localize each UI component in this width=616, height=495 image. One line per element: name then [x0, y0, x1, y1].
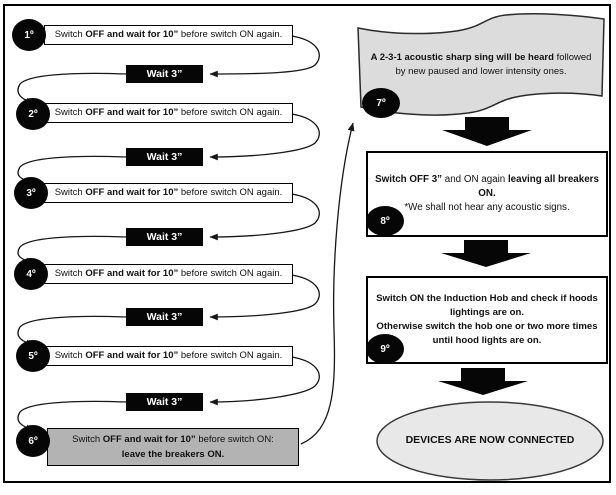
- step-6-badge: 6º: [16, 425, 50, 457]
- down-arrow-1: [442, 117, 532, 146]
- step-9-line-2: lightings are on.: [449, 307, 525, 318]
- wait-box-2: Wait 3”: [126, 148, 203, 166]
- connector-wait4-to-step5: [17, 315, 127, 347]
- wait-box-1: Wait 3”: [126, 65, 203, 83]
- connector-step2-to-wait2: [209, 113, 320, 161]
- step-5-badge: 5º: [16, 340, 50, 372]
- step-6-line-1: Switch OFF and wait for 10” before switc…: [72, 434, 274, 445]
- step-6-line-2: leave the breakers ON.: [121, 449, 225, 460]
- step-8-line-1: Switch OFF 3” and ON again leaving all b…: [375, 174, 599, 185]
- step-9-badge: 9º: [366, 334, 404, 364]
- step-4-badge: 4º: [14, 258, 48, 290]
- step-8-badge: 8º: [366, 206, 404, 236]
- step-3-box: Switch OFF and wait for 10” before switc…: [44, 183, 293, 203]
- wait-box-5: Wait 3”: [126, 393, 203, 411]
- step-3-badge: 3º: [14, 177, 48, 209]
- step-7-badge: 7º: [362, 88, 400, 118]
- step-7-text: A 2-3-1 acoustic sharp sing will be hear…: [362, 51, 600, 79]
- step-1-box: Switch OFF and wait for 10” before switc…: [44, 25, 293, 45]
- step-3-text: Switch: [54, 187, 86, 198]
- down-arrow-3: [438, 368, 528, 395]
- step7-banner-shape: [357, 13, 605, 116]
- step-9-box: Switch ON the Induction Hob and check if…: [366, 276, 608, 364]
- connector-step4-to-wait4: [209, 274, 320, 321]
- final-ellipse: [376, 401, 604, 481]
- step-1-badge: 1º: [12, 19, 46, 51]
- step-1-text: Switch: [54, 29, 86, 40]
- step-8-line-2: ON.: [478, 188, 496, 199]
- step-2-badge: 2º: [16, 98, 50, 130]
- connector-step3-to-wait3: [209, 193, 320, 241]
- wait-box-3: Wait 3”: [126, 228, 203, 246]
- step-7-line-2: by new paused and lower intensity ones.: [395, 66, 567, 77]
- down-arrow-2: [441, 240, 531, 267]
- step-9-line-1: Switch ON the Induction Hob and check if…: [376, 293, 598, 304]
- step-4-box: Switch OFF and wait for 10” before switc…: [44, 264, 293, 284]
- connector-wait1-to-step2: [17, 72, 127, 105]
- step-9-line-4: until hood lights are on.: [432, 335, 542, 346]
- step-4-text: Switch: [54, 268, 86, 279]
- step-7-line-1: A 2-3-1 acoustic sharp sing will be hear…: [370, 52, 592, 63]
- wait-box-4: Wait 3”: [126, 308, 203, 326]
- step-5-text: Switch: [54, 350, 86, 361]
- step-5-box: Switch OFF and wait for 10” before switc…: [44, 346, 293, 366]
- step-6-box: Switch OFF and wait for 10” before switc…: [47, 428, 299, 466]
- step-2-box: Switch OFF and wait for 10” before switc…: [44, 103, 293, 123]
- connector-step6-to-step7: [300, 122, 355, 445]
- connector-step5-to-wait5: [209, 356, 320, 406]
- outer-border: [3, 4, 611, 483]
- connector-step1-to-wait1: [209, 35, 320, 78]
- step-2-text: Switch: [54, 107, 86, 118]
- step-9-line-3: Otherwise switch the hob one or two more…: [376, 321, 598, 332]
- final-label: DEVICES ARE NOW CONNECTED: [405, 434, 575, 446]
- step-8-line-3: *We shall not hear any acoustic signs.: [404, 202, 570, 213]
- connector-wait3-to-step4: [17, 235, 127, 265]
- step-8-box: Switch OFF 3” and ON again leaving all b…: [366, 151, 608, 237]
- connector-wait5-to-step6: [17, 400, 127, 432]
